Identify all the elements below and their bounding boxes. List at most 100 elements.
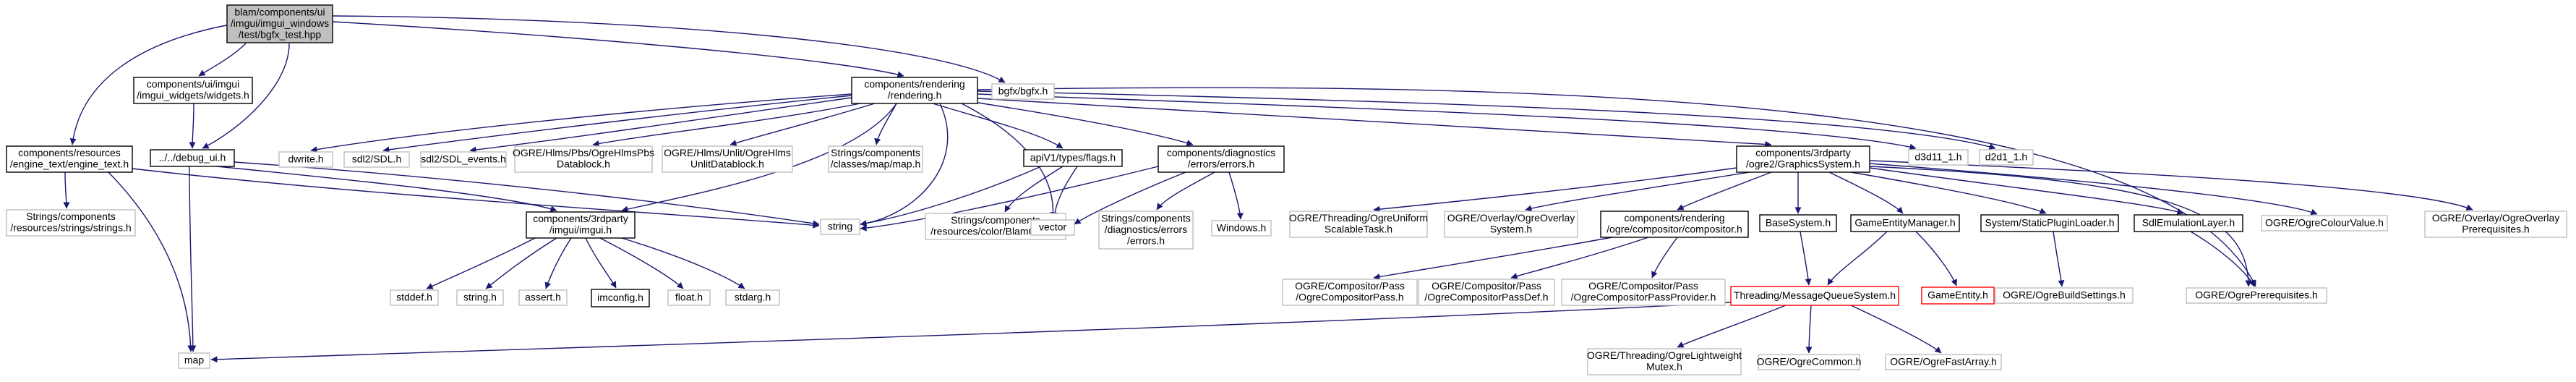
edge-sdlemulation-to-ogre_prereq — [2190, 231, 2255, 287]
node-box — [150, 149, 235, 167]
node-imgui_widgets[interactable]: components/ui/imgui/imgui_widgets/widget… — [133, 77, 253, 104]
node-rendering[interactable]: components/rendering/rendering.h — [851, 77, 978, 104]
dependency-edge — [2053, 231, 2065, 287]
node-staticpluginloader[interactable]: System/StaticPluginLoader.h — [1980, 214, 2119, 232]
node-basesystem[interactable]: BaseSystem.h — [1759, 214, 1837, 232]
node-box — [390, 289, 439, 306]
node-graphics_system[interactable]: components/3rdparty/ogre2/GraphicsSystem… — [1736, 145, 1870, 173]
edge-graphics_system-to-compositor — [1677, 171, 1772, 211]
edge-rendering-to-imgui_h — [621, 103, 897, 213]
node-box — [591, 289, 650, 307]
dependency-edge — [1373, 237, 1613, 280]
edge-graphics_system-to-uniform_task — [1373, 167, 1737, 213]
edge-graphics_system-to-gameentitymanager — [1828, 171, 1904, 214]
dependency-edge — [1156, 171, 1215, 211]
node-label-line: apiV1/types/flags.h — [1030, 151, 1116, 163]
edge-compositor-to-comp_passprovider — [1651, 237, 1678, 279]
node-label-line: d3d11_1.h — [1914, 150, 1961, 162]
node-label-line: System/StaticPluginLoader.h — [1985, 216, 2115, 228]
edge-imgui_h-to-imconfig — [585, 237, 617, 289]
edge-rendering-to-ogre_prereq — [977, 87, 2256, 287]
node-box — [1158, 145, 1285, 173]
edge-diag_errors-to-vector — [1074, 171, 1186, 225]
node-label-line: /test/bgfx_test.hpp — [239, 28, 322, 40]
node-root[interactable]: blam/components/ui/imgui/imgui_windows/t… — [226, 4, 333, 43]
node-fastarray: OGRE/OgreFastArray.h — [1885, 354, 2002, 370]
node-flags[interactable]: apiV1/types/flags.h — [1023, 149, 1123, 167]
edge-layer — [63, 15, 2473, 363]
edge-resources_engine_text-to-string — [132, 168, 820, 229]
node-box — [1995, 287, 2134, 304]
edge-rendering-to-diag_errors — [968, 101, 1194, 146]
dependency-edge — [485, 237, 557, 289]
node-box — [1885, 354, 2002, 370]
dependency-edge — [108, 171, 194, 352]
node-box — [343, 151, 410, 168]
node-box — [667, 289, 711, 306]
edge-compositor-to-comp_passdef — [1510, 237, 1649, 279]
node-compositor[interactable]: components/rendering/ogre/compositor/com… — [1600, 211, 1749, 238]
node-box — [1561, 279, 1726, 306]
node-box — [6, 209, 136, 237]
node-label-line: /ogre2/GraphicsSystem.h — [1746, 158, 1860, 170]
node-resources_engine_text[interactable]: components/resources/engine_text/engine_… — [6, 145, 133, 173]
node-ogre_prereq: OGRE/OgrePrerequisites.h — [2186, 287, 2327, 304]
node-label-line: blam/components/ui — [234, 6, 325, 17]
node-label-line: System.h — [1490, 224, 1532, 235]
node-gameentitymanager[interactable]: GameEntityManager.h — [1850, 214, 1960, 232]
dependency-edge — [860, 166, 1042, 227]
node-box — [1758, 354, 1860, 370]
dependency-edge — [592, 103, 861, 147]
edge-root-to-bgfx — [332, 15, 1006, 83]
dependency-edge — [1805, 305, 1813, 354]
node-sdl: sdl2/SDL.h — [343, 151, 410, 168]
node-comp_passdef: OGRE/Compositor/Pass/OgreCompositorPassD… — [1418, 279, 1555, 306]
dependency-edge — [1525, 171, 1750, 212]
node-label-line: components/ui/imgui — [147, 78, 239, 90]
node-gameentity: GameEntity.h — [1921, 286, 1995, 305]
dependency-edge — [202, 43, 290, 149]
node-box — [278, 151, 333, 168]
edge-root-to-imgui_widgets — [198, 43, 247, 77]
node-float_h: float.h — [667, 289, 711, 306]
node-imconfig[interactable]: imconfig.h — [591, 289, 650, 307]
edge-diag_errors-to-windows — [1228, 171, 1244, 220]
node-map: map — [178, 352, 210, 369]
node-box — [1980, 214, 2119, 232]
edge-mqs-to-map — [210, 302, 1732, 363]
node-diag_errors[interactable]: components/diagnostics/errors/errors.h — [1158, 145, 1285, 173]
edge-graphics_system-to-sdlemulation — [1869, 167, 2184, 215]
edge-mqs-to-lightweight_mutex — [1677, 305, 1786, 348]
node-string_h: string.h — [456, 289, 504, 306]
node-colourvalue: OGRE/OgreColourValue.h — [2261, 215, 2388, 232]
node-box — [420, 151, 507, 168]
dependency-edge — [189, 166, 197, 352]
node-box — [991, 83, 1055, 100]
node-label-line: Prerequisites.h — [2462, 224, 2529, 235]
node-box — [178, 352, 210, 369]
dependency-edge — [210, 302, 1732, 363]
node-stddef: stddef.h — [390, 289, 439, 306]
dependency-edge — [729, 103, 876, 146]
node-ogrecommon: OGRE/OgreCommon.h — [1757, 354, 1862, 370]
node-label-line: OGRE/OgreCommon.h — [1757, 355, 1862, 367]
node-imgui_h[interactable]: components/3rdparty/imgui/imgui.h — [526, 211, 636, 239]
edge-imgui_h-to-string_h — [485, 237, 557, 289]
node-strings_errors: Strings/components/diagnostics/errors/er… — [1098, 211, 1194, 250]
edge-rendering-to-dwrite — [310, 93, 852, 153]
dependency-edge — [544, 237, 572, 289]
node-box — [662, 145, 793, 173]
node-label-line: /resources/strings/strings.h — [10, 222, 131, 234]
node-box — [456, 289, 504, 306]
node-debug_ui[interactable]: ../../debug_ui.h — [150, 149, 235, 167]
node-box — [820, 218, 860, 235]
node-sdlemulation[interactable]: SdlEmulationLayer.h — [2134, 214, 2243, 232]
dependency-edge — [2190, 231, 2255, 287]
node-label-line: sdl2/SDL.h — [352, 153, 401, 164]
edge-flags-to-string — [860, 166, 1042, 227]
node-bgfx: bgfx/bgfx.h — [991, 83, 1055, 100]
